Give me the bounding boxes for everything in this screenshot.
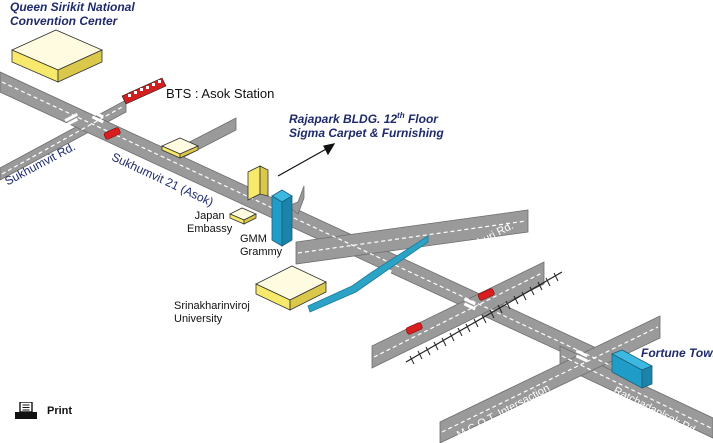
fortune-town-building bbox=[611, 349, 653, 389]
japan-embassy-label: Japan Embassy bbox=[187, 210, 232, 235]
rajapark-building bbox=[247, 165, 269, 201]
ratchada-road-upper bbox=[559, 345, 713, 439]
university-label-line1: Srinakharinviroj bbox=[174, 300, 250, 312]
railway bbox=[405, 271, 563, 365]
rajapark-name: Rajapark BLDG. 12 bbox=[289, 112, 398, 126]
gmm-label-line2: Grammy bbox=[240, 245, 283, 258]
qsncc-building bbox=[11, 29, 103, 83]
japan-label-line1: Japan bbox=[194, 210, 225, 222]
qsncc-label: Queen Sirikit National Convention Center bbox=[10, 0, 135, 29]
fortune-town-label: Fortune Town bbox=[641, 346, 713, 360]
print-label: Print bbox=[47, 405, 73, 417]
rajapark-label: Rajapark BLDG. 12th Floor Sigma Carpet &… bbox=[289, 111, 444, 141]
print-button[interactable]: Print bbox=[14, 402, 72, 420]
rajapark-arrow bbox=[277, 143, 336, 177]
printer-icon bbox=[15, 402, 37, 419]
gmm-label-line1: GMM bbox=[240, 233, 267, 245]
gmm-grammy-tower bbox=[271, 189, 293, 247]
car-2 bbox=[477, 288, 495, 301]
qsncc-label-line1: Queen Sirikit National bbox=[10, 0, 135, 14]
japan-label-line2: Embassy bbox=[187, 222, 233, 235]
bts-asok-label: BTS : Asok Station bbox=[166, 86, 275, 101]
university-building bbox=[255, 265, 327, 311]
rajapark-sup: th bbox=[397, 111, 405, 120]
university-label: Srinakharinviroj University bbox=[174, 300, 250, 325]
bts-station bbox=[121, 77, 167, 105]
lane-markings bbox=[1, 81, 712, 433]
car-1 bbox=[103, 127, 121, 140]
rajapark-label-line2: Sigma Carpet & Furnishing bbox=[289, 125, 444, 140]
university-label-line2: University bbox=[174, 312, 223, 325]
expressway bbox=[307, 235, 429, 313]
car-3 bbox=[405, 322, 423, 335]
qsncc-label-line2: Convention Center bbox=[10, 13, 118, 28]
cars bbox=[103, 127, 495, 335]
rajapark-label-line1: Rajapark BLDG. 12th Floor bbox=[289, 111, 444, 127]
gmm-grammy-label: GMM Grammy bbox=[240, 233, 282, 258]
small-building-1 bbox=[161, 137, 199, 159]
rajapark-floor: Floor bbox=[404, 112, 438, 126]
crosswalks bbox=[64, 110, 588, 363]
japan-embassy-building bbox=[229, 207, 257, 225]
